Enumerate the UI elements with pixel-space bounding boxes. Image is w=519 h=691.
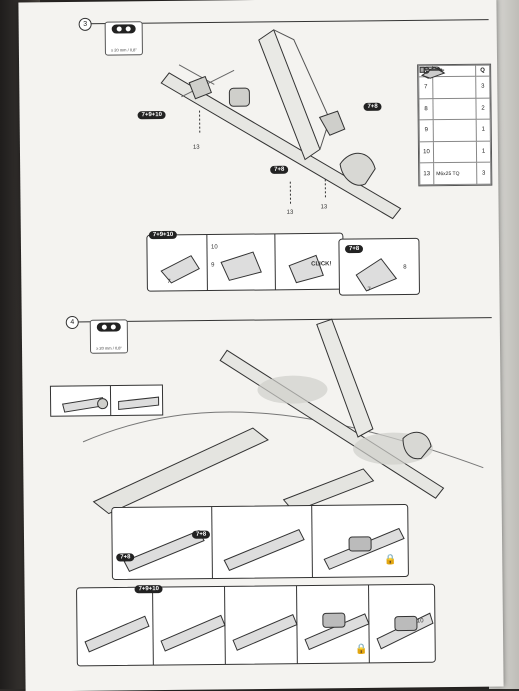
step4-badge-7-8-center: 7+8	[192, 531, 210, 539]
parts-table: N Q 7 3 8 2 9 1 10 1	[417, 64, 492, 187]
detail-label-7: 7	[167, 279, 170, 285]
parts-row-n: 7	[419, 77, 433, 99]
part-image-bolt: M6x25 TQ	[434, 163, 477, 185]
two-dot-icon	[97, 322, 121, 331]
parts-row-n: 10	[419, 141, 433, 163]
step4-requirement-label: ≥ 20 mm / 0,8"	[91, 345, 127, 350]
step3-requirement-box: ≥ 20 mm / 0,8"	[105, 21, 143, 55]
callout-7-8-center: 7+8	[270, 166, 288, 174]
callout-13-mid: 13	[287, 210, 294, 216]
parts-row-n: 9	[419, 120, 433, 142]
clamp-step3	[229, 88, 249, 106]
parts-row-q: 2	[476, 98, 490, 120]
parts-row-q: 1	[476, 119, 490, 141]
step4-number: 4	[66, 316, 79, 329]
parts-header-q: Q	[476, 65, 490, 76]
detail-label-8: 8	[403, 264, 406, 270]
callout-7-9-10: 7+9+10	[138, 111, 166, 119]
step3-number: 3	[79, 18, 92, 31]
step3-requirement-label: ≥ 20 mm / 0,8"	[106, 47, 142, 52]
parts-row-n: 8	[419, 98, 433, 120]
click-label: CLICK!	[311, 261, 331, 267]
step3-divider	[87, 20, 489, 24]
part-image-washer	[433, 76, 476, 98]
part-image-frame-clamp	[433, 119, 476, 141]
detail-label-10: 10	[211, 244, 218, 250]
callout-13-right: 13	[321, 204, 328, 210]
crossbar-front	[93, 428, 269, 514]
parts-row-q: 3	[477, 162, 491, 184]
parts-row-q: 3	[476, 76, 490, 98]
step4-divider	[74, 318, 492, 322]
lock-icon: 🔒	[355, 644, 368, 655]
instruction-sheet: 3 ≥ 20 mm / 0,8" 7+9+10 7+8 7+8 13 13 13…	[18, 0, 503, 691]
step4-badge-7-8-left: 7+8	[116, 553, 134, 561]
detail-label-9: 9	[211, 262, 214, 268]
detail-label-7b: 7	[367, 287, 370, 293]
callout-7-8-right: 7+8	[363, 103, 381, 111]
detail-badge-7-8: 7+8	[345, 245, 363, 253]
part-image-key	[433, 141, 476, 163]
part-image-strap-clamp	[433, 98, 476, 120]
callout-13-left: 13	[193, 145, 200, 151]
part-bolt-label: M6x25 TQ	[436, 170, 474, 176]
lock-icon: 🔒	[384, 555, 397, 566]
step4-requirement-box: ≥ 20 mm / 0,8"	[90, 319, 128, 353]
rail-step4	[220, 348, 444, 500]
step4-badge-7-9-10: 7+9+10	[135, 585, 163, 593]
parts-row-n: 13	[420, 163, 434, 185]
detail-badge-7-9-10: 7+9+10	[149, 231, 177, 239]
two-dot-icon	[112, 24, 136, 33]
step4-label-10: 10	[417, 618, 424, 624]
parts-row-q: 1	[476, 141, 490, 163]
